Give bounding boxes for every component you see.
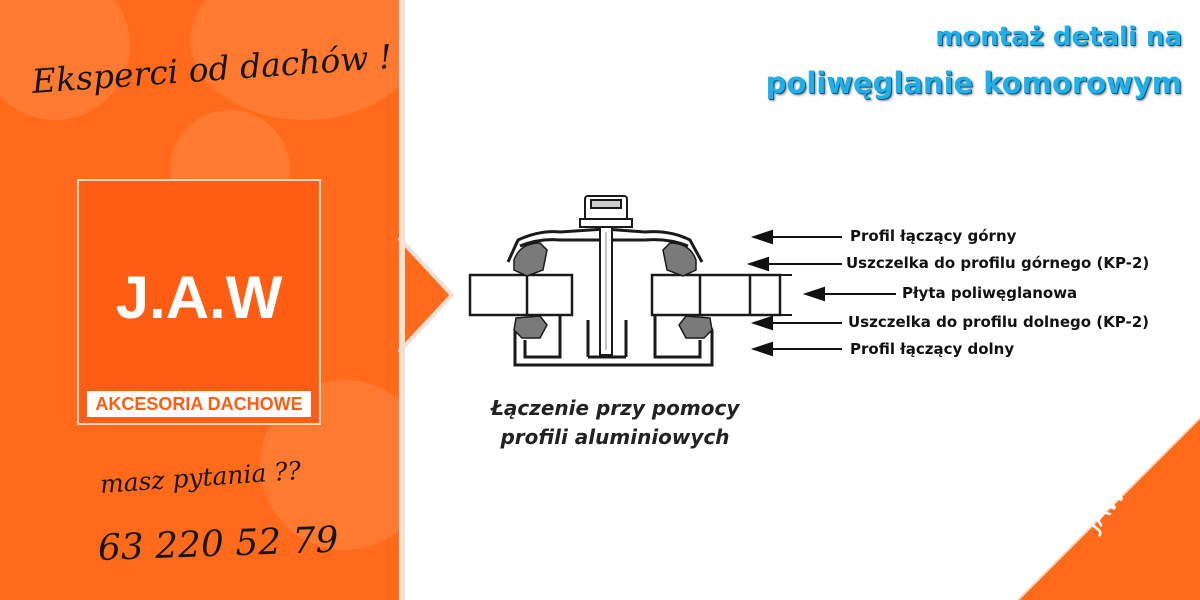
diagram-caption-line-2: profili aluminiowych: [500, 425, 730, 449]
panel-edge: [399, 0, 405, 600]
polycarbonate-sheet-left: [468, 273, 574, 317]
bolt-icon: [579, 195, 633, 356]
logo-name: J.A.W: [115, 264, 283, 331]
upper-gasket-right: [662, 242, 697, 277]
lower-gasket-right: [678, 315, 713, 339]
page-title-line-2: poliwęglanie komorowym: [765, 66, 1182, 100]
polycarbonate-sheet-right: [650, 273, 782, 317]
label-lower-profile: Profil łączący dolny: [850, 340, 1015, 358]
label-upper-profile: Profil łączący górny: [850, 227, 1017, 245]
page-title-line-1: montaż detali na: [935, 22, 1182, 52]
logo-subtitle: AKCESORIA DACHOWE: [95, 394, 303, 414]
label-lower-gasket: Uszczelka do profilu dolnego (KP-2): [848, 313, 1149, 331]
label-arrows: [746, 229, 896, 357]
brand-panel: Eksperci od dachów ! J.A.W AKCESORIA DAC…: [0, 0, 400, 600]
jaw-logo: J.A.W AKCESORIA DACHOWE: [77, 179, 321, 425]
lower-gasket-left: [513, 315, 548, 339]
label-upper-gasket: Uszczelka do profilu górnego (KP-2): [846, 254, 1150, 272]
label-polycarbonate-sheet: Płyta poliwęglanowa: [902, 284, 1078, 302]
diagram-caption-line-1: Łączenie przy pomocy: [490, 396, 740, 420]
logo-subtitle-bar: AKCESORIA DACHOWE: [87, 391, 311, 417]
upper-gasket-left: [513, 242, 548, 277]
